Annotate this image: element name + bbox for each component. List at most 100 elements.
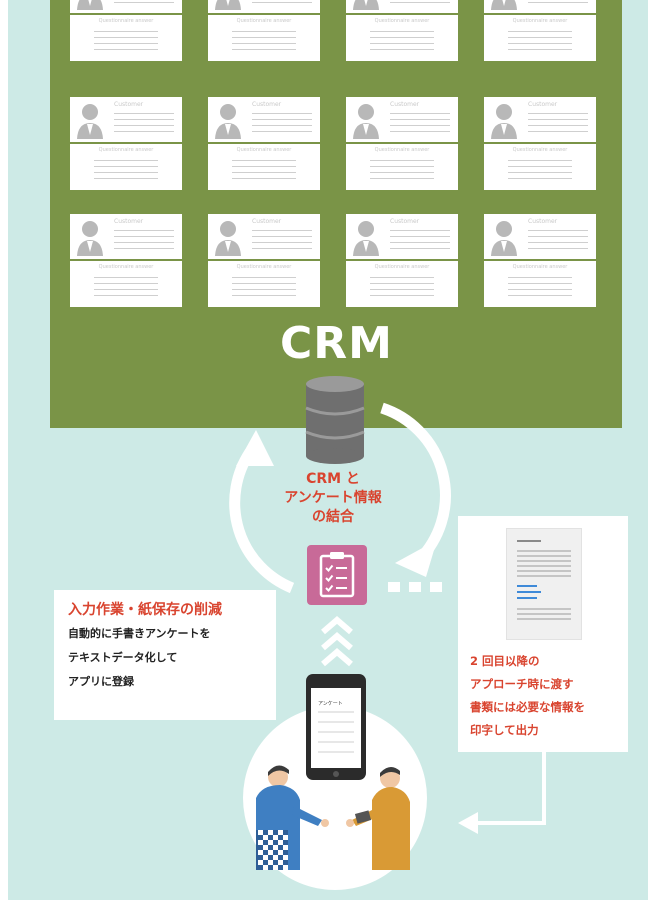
text-line	[370, 160, 434, 161]
customer-card-answer: Questionnaire answer	[484, 15, 596, 61]
checker-square	[268, 850, 273, 855]
checker-square	[273, 855, 278, 860]
text-line	[370, 31, 434, 32]
text-line	[94, 37, 158, 38]
text-line	[114, 248, 174, 249]
customer-card-answer: Questionnaire answer	[484, 144, 596, 190]
checker-square	[263, 835, 268, 840]
checker-square	[273, 845, 278, 850]
checker-square	[263, 865, 268, 870]
customer-card-answer: Questionnaire answer	[346, 261, 458, 307]
text-line	[252, 113, 312, 114]
checker-square	[283, 845, 288, 850]
avatar-icon	[491, 104, 517, 139]
text-line	[252, 131, 312, 132]
text-line	[370, 178, 434, 179]
checker-square	[283, 855, 288, 860]
customer-card-header: Customer	[484, 214, 596, 261]
text-line	[370, 277, 434, 278]
text-line	[94, 289, 158, 290]
customer-card-subtitle: Questionnaire answer	[512, 264, 568, 270]
avatar-icon	[215, 104, 241, 139]
text-line	[508, 160, 572, 161]
cycle-label: CRM と アンケート情報 の結合	[258, 470, 408, 527]
customer-card-header: Customer	[208, 97, 320, 144]
avatar-icon	[353, 221, 379, 256]
text-line	[528, 2, 588, 3]
right-callout: 2 回目以降の アプローチ時に渡す 書類には必要な情報を 印字して出力	[458, 516, 628, 752]
customer-card-subtitle: Questionnaire answer	[236, 18, 292, 24]
text-line	[94, 295, 158, 296]
customer-card-subtitle: Questionnaire answer	[374, 264, 430, 270]
text-line	[94, 277, 158, 278]
checker-square	[263, 845, 268, 850]
left-callout: 入力作業・紙保存の削減 自動的に手書きアンケートを テキストデータ化して アプリ…	[54, 590, 276, 720]
text-line	[114, 242, 174, 243]
avatar-icon	[491, 0, 517, 10]
text-line	[508, 172, 572, 173]
upward-chevrons-icon	[321, 616, 353, 667]
database-icon	[305, 376, 365, 464]
text-line	[232, 178, 296, 179]
customer-card-header: Customer	[346, 97, 458, 144]
checker-square	[278, 860, 283, 865]
cycle-arrowhead-left	[236, 430, 274, 466]
text-line	[508, 283, 572, 284]
checker-square	[268, 840, 273, 845]
text-line	[232, 160, 296, 161]
text-line	[370, 172, 434, 173]
checker-square	[268, 830, 273, 835]
customer-card-header: Customer	[208, 214, 320, 261]
customer-card-answer: Questionnaire answer	[70, 261, 182, 307]
text-line	[390, 119, 450, 120]
customer-card-subtitle: Questionnaire answer	[98, 264, 154, 270]
customer-card-subtitle: Questionnaire answer	[512, 18, 568, 24]
left-callout-body: 自動的に手書きアンケートを テキストデータ化して アプリに登録	[68, 627, 211, 688]
document-icon	[506, 528, 582, 640]
text-line	[94, 43, 158, 44]
text-line	[252, 236, 312, 237]
text-line	[508, 289, 572, 290]
text-line	[370, 49, 434, 50]
customer-card-answer: Questionnaire answer	[346, 144, 458, 190]
customer-card-answer: Questionnaire answer	[70, 15, 182, 61]
customer-card-title: Customer	[114, 218, 144, 225]
customer-card-title: Customer	[390, 218, 420, 225]
avatar-icon	[491, 221, 517, 256]
avatar-icon	[77, 221, 103, 256]
checker-square	[283, 835, 288, 840]
checker-square	[278, 840, 283, 845]
customer-card-header: Customer	[346, 214, 458, 261]
text-line	[94, 31, 158, 32]
customer-card-answer: Questionnaire answer	[484, 261, 596, 307]
text-line	[528, 131, 588, 132]
checker-square	[278, 850, 283, 855]
text-line	[114, 119, 174, 120]
text-line	[528, 236, 588, 237]
text-line	[390, 131, 450, 132]
text-line	[390, 125, 450, 126]
customer-card-answer: Questionnaire answer	[346, 15, 458, 61]
text-line	[232, 49, 296, 50]
customer-card-subtitle: Questionnaire answer	[236, 147, 292, 153]
text-line	[114, 113, 174, 114]
customer-card-title: Customer	[528, 101, 558, 108]
customer-card-answer: Questionnaire answer	[70, 144, 182, 190]
text-line	[508, 43, 572, 44]
text-line	[528, 119, 588, 120]
text-line	[232, 277, 296, 278]
text-line	[252, 242, 312, 243]
text-line	[528, 125, 588, 126]
customer-card-title: Customer	[252, 101, 282, 108]
text-line	[370, 166, 434, 167]
text-line	[232, 172, 296, 173]
left-callout-heading: 入力作業・紙保存の削減	[68, 602, 222, 618]
checker-square	[258, 850, 263, 855]
cycle-label-line-2: アンケート情報	[284, 490, 382, 506]
salesperson-person	[346, 766, 410, 870]
